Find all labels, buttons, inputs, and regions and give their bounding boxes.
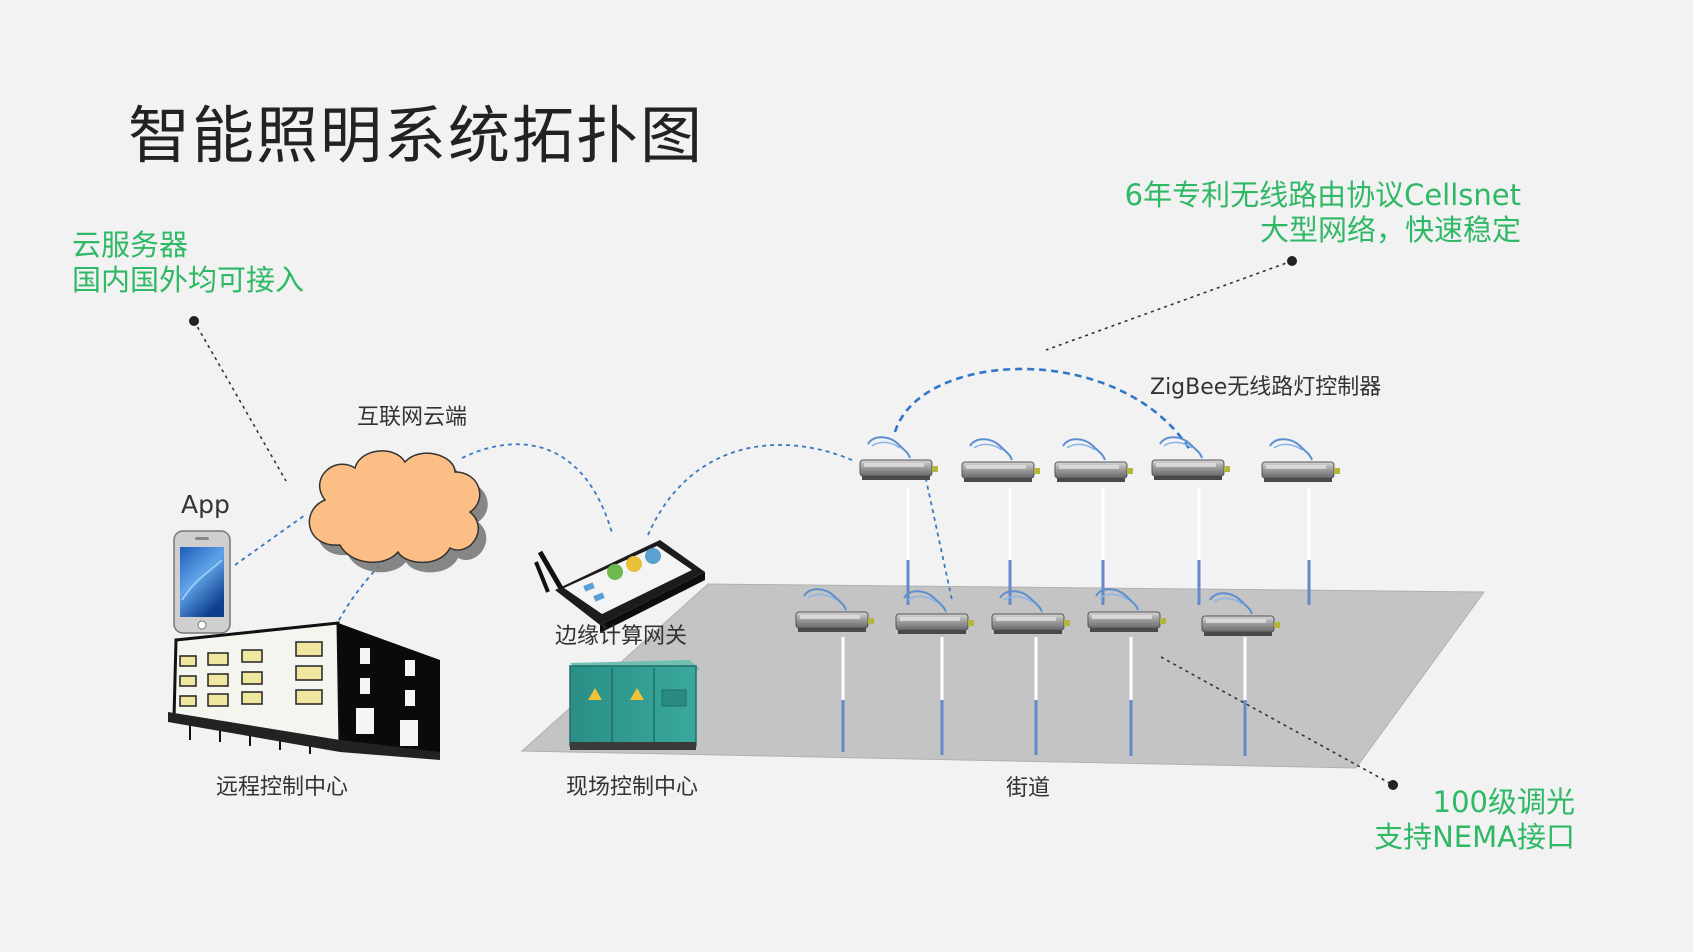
light-poles	[841, 488, 1311, 756]
control-cabinet-icon	[569, 660, 700, 750]
page-title: 智能照明系统拓扑图	[128, 99, 705, 172]
cloud-server-line1: 云服务器	[72, 228, 189, 262]
protocol-line2: 大型网络，快速稳定	[1259, 213, 1521, 248]
protocol-line1: 6年专利无线路由协议Cellsnet	[1124, 178, 1521, 212]
smartphone-icon	[173, 530, 231, 634]
edge-gateway-label: 边缘计算网关	[555, 624, 688, 649]
dimming-annotation: 100级调光 支持NEMA接口	[1374, 785, 1575, 856]
internet-cloud-icon	[308, 450, 488, 573]
mesh-link	[893, 367, 1192, 451]
annotation-leaders	[193, 260, 1394, 786]
zigbee-controller-label: ZigBee无线路灯控制器	[1150, 375, 1382, 400]
edge-gateway-icon	[534, 540, 705, 633]
onsite-center-label: 现场控制中心	[566, 775, 699, 800]
network-links	[234, 443, 953, 623]
cloud-server-annotation: 云服务器 国内国外均可接入	[72, 228, 304, 299]
app-label: App	[181, 490, 230, 519]
dimming-line2: 支持NEMA接口	[1374, 820, 1575, 855]
protocol-annotation: 6年专利无线路由协议Cellsnet 大型网络，快速稳定	[1125, 178, 1521, 249]
street-label: 街道	[1006, 776, 1051, 801]
internet-cloud-label: 互联网云端	[357, 405, 468, 430]
dimming-line1: 100级调光	[1432, 785, 1575, 819]
remote-center-label: 远程控制中心	[216, 775, 349, 800]
cloud-server-line2: 国内国外均可接入	[72, 263, 305, 298]
remote-control-building-icon	[168, 621, 440, 760]
annotation-dots	[189, 256, 1398, 790]
